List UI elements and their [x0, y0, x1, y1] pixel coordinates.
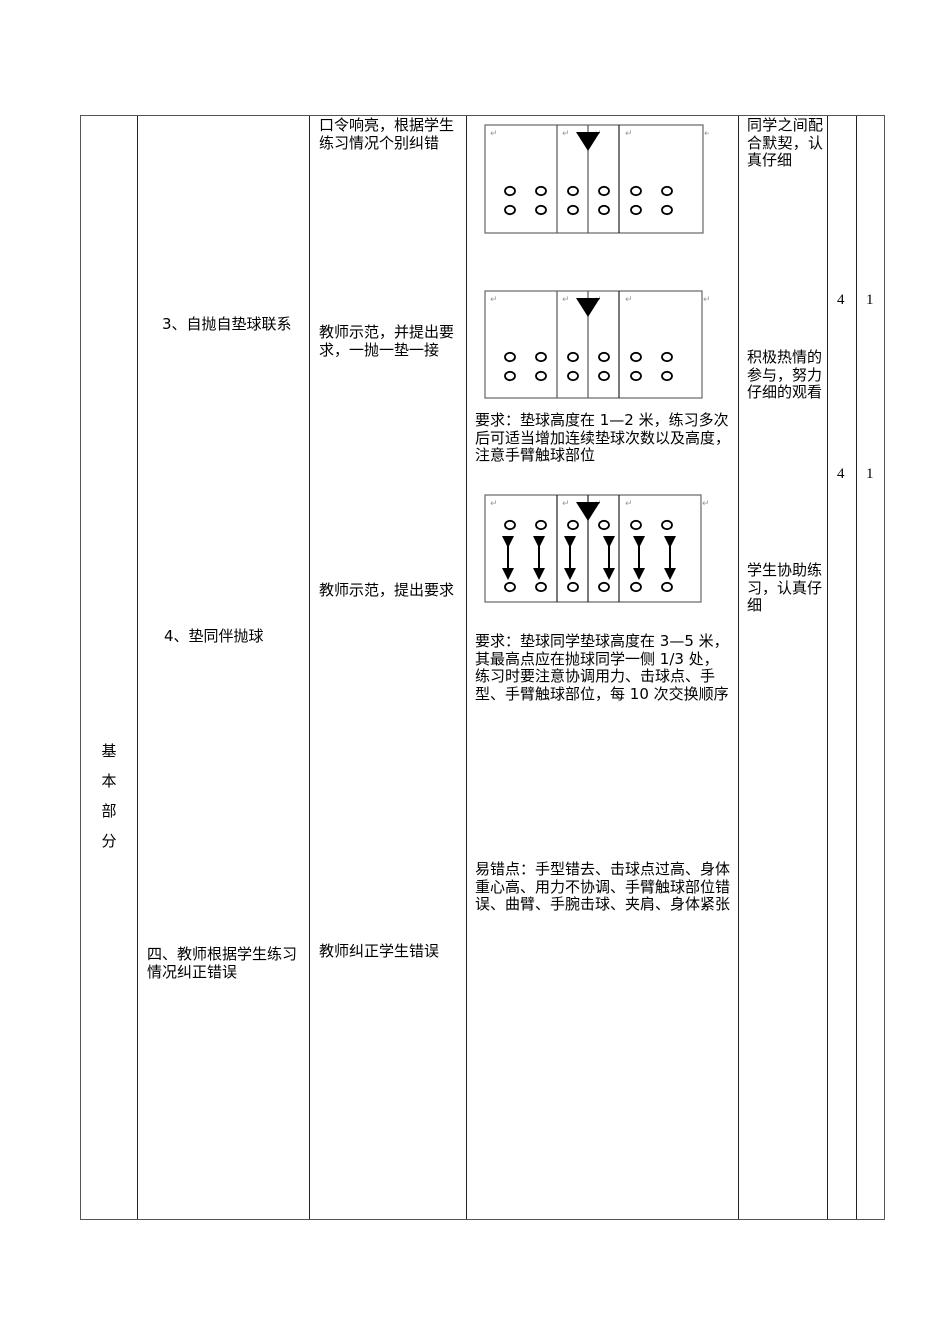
requirement-text-1: 要求：垫球高度在 1—2 米，练习多次后可适当增加连续垫球次数以及高度，注意手臂…: [475, 411, 731, 464]
formation-diagram-2: ↵↵ ↵↵ ↵: [484, 290, 709, 399]
svg-text:↵: ↵: [490, 129, 498, 139]
lesson-plan-table: 基 本 部 分 3、自抛自垫球联系 4、垫同伴抛球 四、教师根据学生练习情况纠正…: [80, 115, 885, 1220]
item-4-partner-toss-pass: 4、垫同伴抛球: [164, 627, 264, 645]
column-divider: [738, 116, 739, 1219]
section-char: 本: [101, 772, 117, 790]
svg-text:↵: ↵: [625, 295, 633, 305]
count-value-1: 1: [866, 292, 874, 308]
item-teacher-correction: 四、教师根据学生练习情况纠正错误: [147, 945, 298, 981]
column-divider: [466, 116, 467, 1219]
svg-text:↵: ↵: [562, 499, 570, 509]
count-value-2: 1: [866, 466, 874, 482]
requirement-text-2: 要求：垫球同学垫球高度在 3—5 米，其最高点应在抛球同学一侧 1/3 处，练习…: [475, 632, 729, 703]
teacher-correct-text: 教师纠正学生错误: [319, 942, 440, 960]
svg-text:↵: ↵: [702, 499, 709, 509]
teacher-demo-4-text: 教师示范，提出要求: [319, 581, 455, 599]
svg-text:↵: ↵: [562, 295, 570, 305]
times-value-1: 4: [837, 292, 845, 308]
column-divider: [856, 116, 857, 1219]
times-value-2: 4: [837, 466, 845, 482]
svg-text:↵: ↵: [625, 499, 633, 509]
student-note-3: 学生协助练习，认真仔细: [747, 561, 823, 614]
svg-text:↵: ↵: [490, 499, 498, 509]
column-divider: [827, 116, 828, 1219]
common-errors-text: 易错点：手型错去、击球点过高、身体重心高、用力不协调、手臂触球部位错误、曲臂、手…: [475, 860, 731, 913]
column-divider: [137, 116, 138, 1219]
teacher-demo-3-text: 教师示范，并提出要求，一抛一垫一接: [319, 323, 455, 359]
section-char: 部: [101, 802, 117, 820]
column-divider: [309, 116, 310, 1219]
item-3-self-toss-pass: 3、自抛自垫球联系: [147, 315, 292, 333]
teacher-command-text: 口令响亮，根据学生练习情况个别纠错: [319, 116, 455, 152]
student-note-2: 积极热情的参与，努力仔细的观看: [747, 348, 823, 401]
section-char: 基: [101, 742, 117, 760]
svg-text:↵: ↵: [625, 129, 633, 139]
svg-text:↵: ↵: [704, 129, 709, 139]
svg-text:↵: ↵: [490, 295, 498, 305]
formation-diagram-3: ↵↵ ↵↵ ↵: [484, 494, 709, 603]
svg-text:↵: ↵: [703, 295, 709, 305]
section-char: 分: [101, 832, 117, 850]
svg-text:↵: ↵: [562, 129, 570, 139]
student-note-1: 同学之间配合默契，认真仔细: [747, 116, 823, 169]
formation-diagram-1: ↵↵ ↵↵ ↵: [484, 124, 709, 234]
